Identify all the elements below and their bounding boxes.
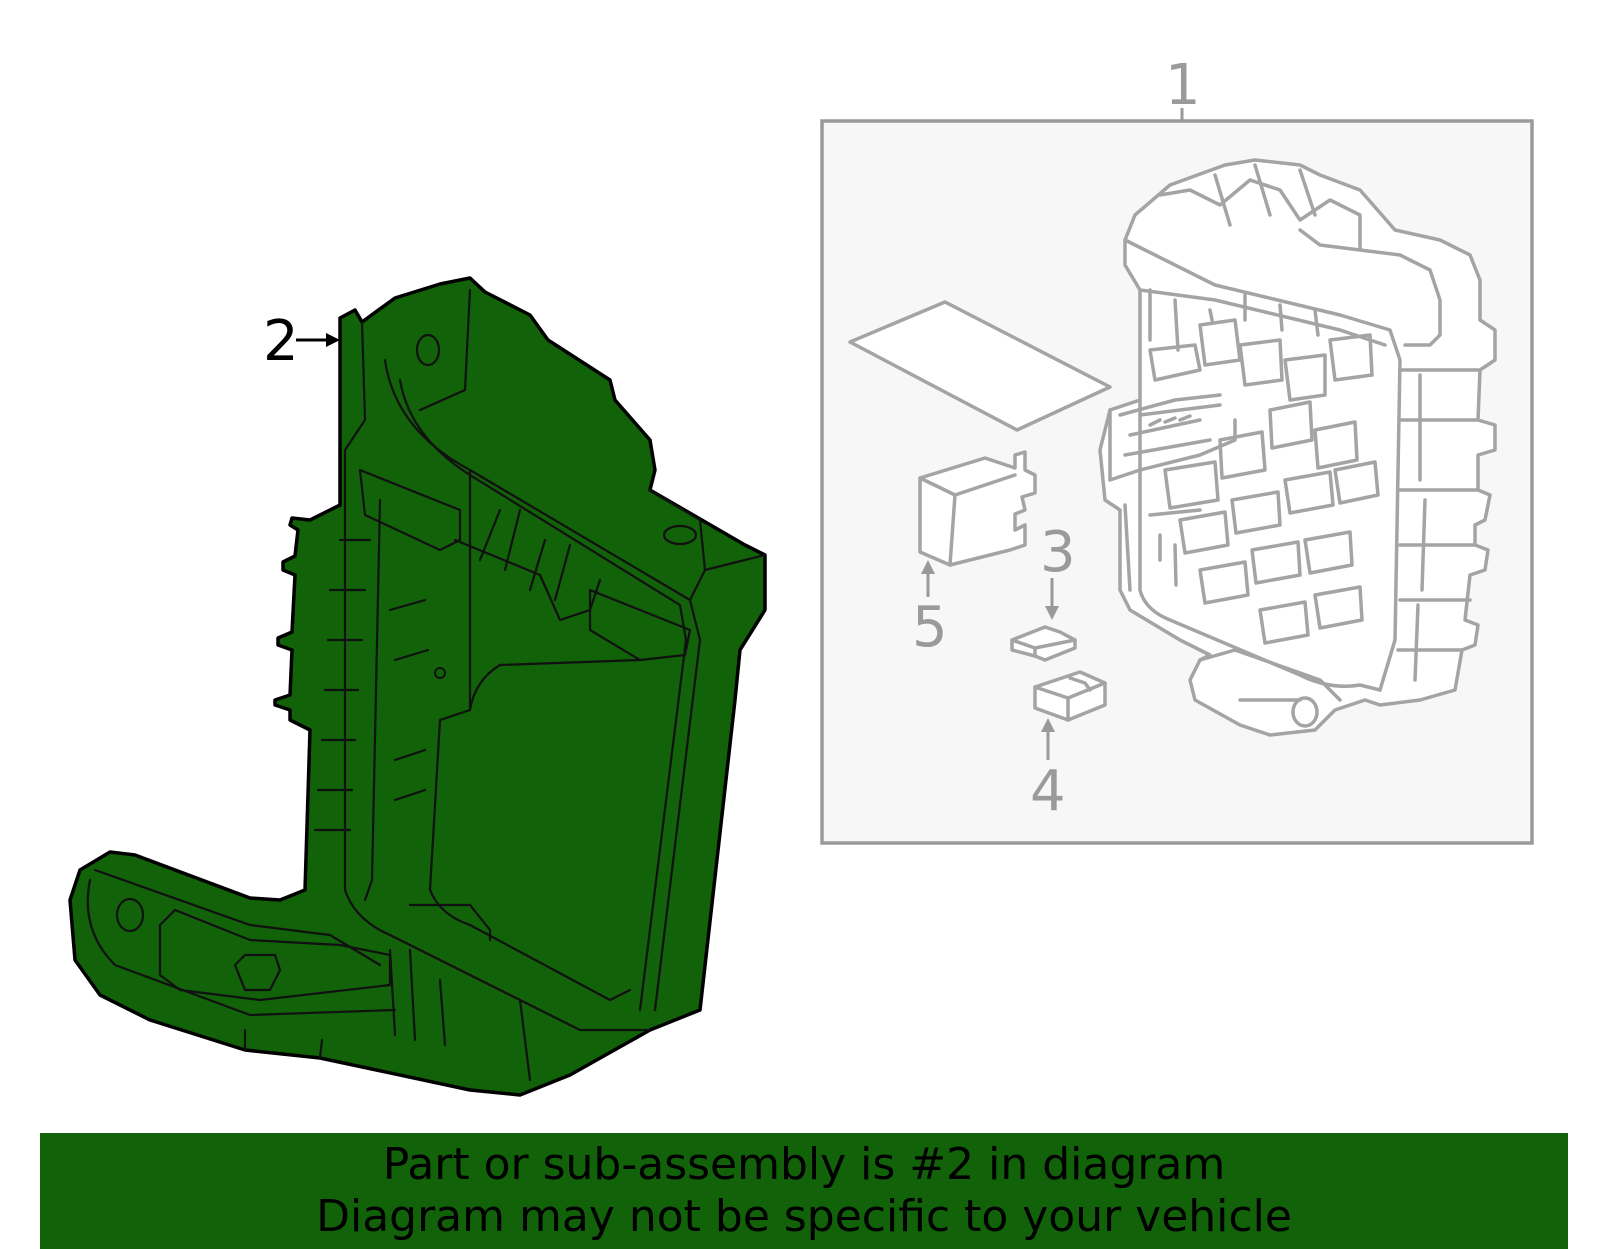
- mini-fuse-part-3: [1010, 625, 1077, 662]
- callout-3: 3: [1040, 520, 1076, 585]
- callout-1: 1: [1165, 53, 1201, 118]
- banner-line-disclaimer: Diagram may not be specific to your vehi…: [316, 1191, 1292, 1242]
- callout-2-arrow: [296, 333, 340, 347]
- info-banner: Part or sub-assembly is #2 in diagram Di…: [40, 1133, 1568, 1249]
- fuse-box-bracket-part-2[interactable]: [68, 276, 767, 1097]
- callout-4: 4: [1030, 759, 1066, 824]
- banner-line-part-number: Part or sub-assembly is #2 in diagram: [382, 1139, 1226, 1190]
- callout-5: 5: [912, 595, 948, 660]
- fuse-box-assembly: [1098, 158, 1497, 737]
- parts-diagram: 2 1 5: [68, 53, 1534, 1097]
- callout-2: 2: [263, 309, 299, 374]
- relay-part-5: [918, 450, 1037, 567]
- fuse-part-4: [1033, 670, 1107, 722]
- fuse-label-card: [848, 300, 1112, 432]
